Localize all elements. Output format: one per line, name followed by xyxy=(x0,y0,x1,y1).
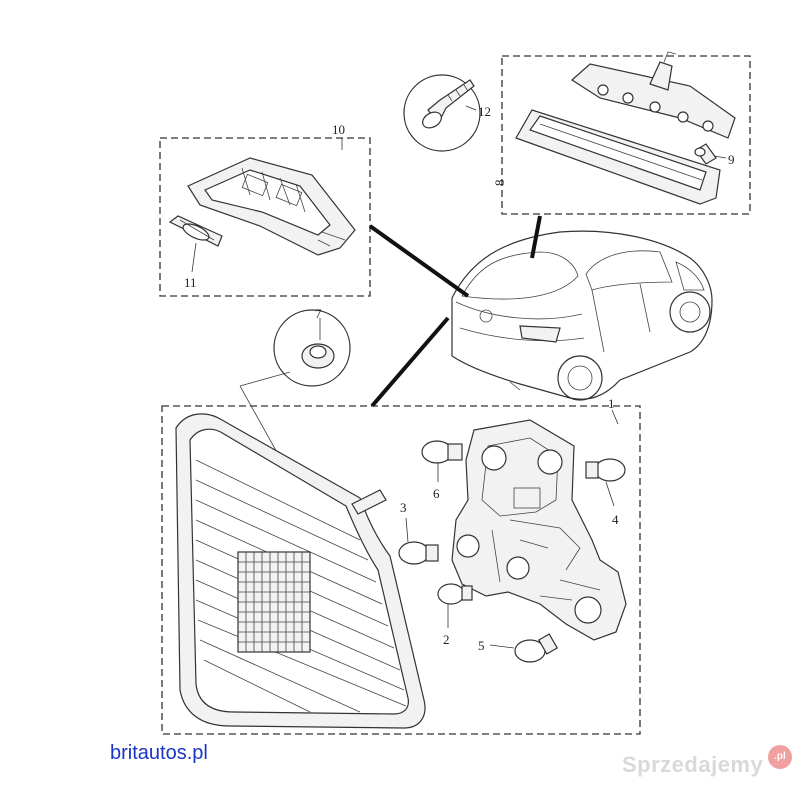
festoon-bulb xyxy=(168,215,223,247)
watermark-text: Sprzedajemy xyxy=(622,752,764,777)
callout-8: 8 xyxy=(492,180,507,187)
plate-lamp-group: 10 11 xyxy=(159,122,371,297)
callout-4: 4 xyxy=(612,512,619,527)
callout-6: 6 xyxy=(433,486,440,501)
callout-5: 5 xyxy=(478,638,485,653)
brake-lamp-bulb-strip xyxy=(571,51,736,139)
grommet-detail: 7 xyxy=(239,306,351,387)
callout-10: 10 xyxy=(332,122,345,137)
callout-1: 1 xyxy=(608,396,615,411)
plate-lamp-housing xyxy=(187,157,356,256)
brake-lamp-group: 8 9 xyxy=(492,51,751,215)
bulb-6 xyxy=(421,440,463,464)
car-rear-view xyxy=(451,230,713,401)
callout-11: 11 xyxy=(184,275,197,290)
tail-lamp-lens xyxy=(175,413,426,729)
callout-12: 12 xyxy=(478,104,491,119)
callout-2: 2 xyxy=(443,632,450,647)
bulb-carrier-board xyxy=(451,419,627,641)
screw-detail: 12 xyxy=(403,74,491,152)
bulb-4 xyxy=(585,458,626,482)
pointer-brake-lamp xyxy=(530,215,542,259)
tail-lamp-box xyxy=(161,405,641,735)
brake-lamp-box xyxy=(501,55,751,215)
bulb-2 xyxy=(437,583,473,605)
callout-3: 3 xyxy=(400,500,407,515)
plate-lamp-box xyxy=(159,137,371,297)
grommet-detail-circle xyxy=(273,309,351,387)
callout-9: 9 xyxy=(728,152,735,167)
bulb-3 xyxy=(398,541,439,565)
brake-lamp-lens xyxy=(515,109,721,205)
screw-detail-circle xyxy=(403,74,481,152)
site-link[interactable]: britautos.pl xyxy=(110,742,208,764)
tail-lamp-group: 1 xyxy=(161,385,641,735)
watermark-badge: .pl xyxy=(768,745,792,769)
brake-lamp-bulb xyxy=(694,143,717,165)
pointer-plate-lamp xyxy=(368,224,470,298)
pointer-tail-lamp xyxy=(370,316,450,408)
bulb-5 xyxy=(514,633,559,663)
callout-7: 7 xyxy=(315,306,322,321)
